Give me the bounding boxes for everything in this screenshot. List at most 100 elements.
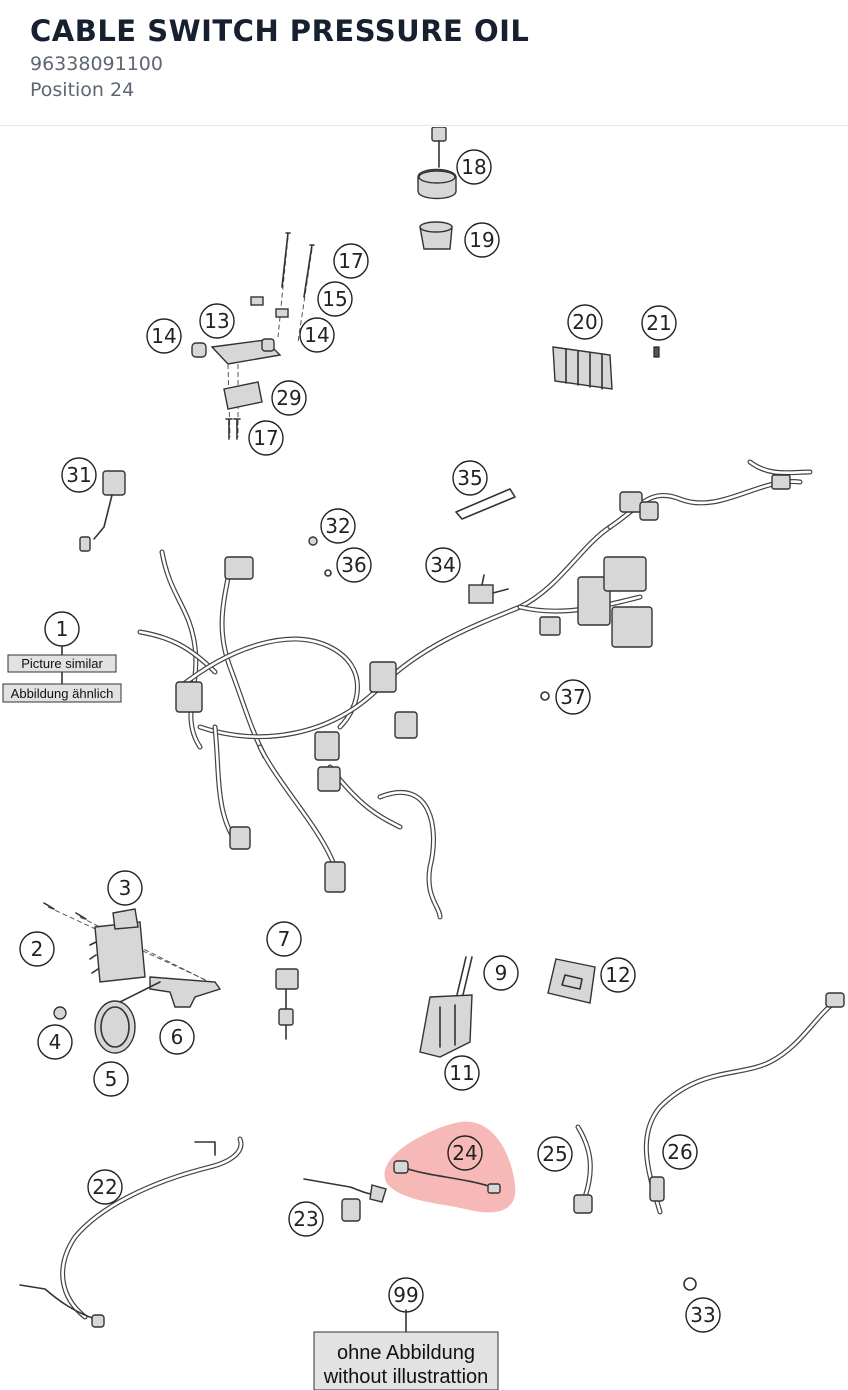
callout-9[interactable]: 9 <box>483 955 519 991</box>
callout-circle <box>320 508 356 544</box>
part-25-drawing <box>573 1124 593 1214</box>
callout-circle <box>159 1019 195 1055</box>
part-24-drawing <box>393 1160 501 1194</box>
callout-29[interactable]: 29 <box>271 380 307 416</box>
callout-14[interactable]: 14 <box>299 317 335 353</box>
part-35-drawing <box>455 488 516 520</box>
callout-26[interactable]: 26 <box>662 1134 698 1170</box>
part-37-drawing <box>540 691 550 701</box>
callout-number: 9 <box>495 961 508 985</box>
callout-number: 18 <box>461 155 486 179</box>
callout-35[interactable]: 35 <box>452 460 488 496</box>
part-9-11-drawing <box>419 956 473 1058</box>
part-23-drawing <box>303 1178 387 1222</box>
callout-circle <box>600 957 636 993</box>
callout-number: 31 <box>66 463 91 487</box>
callout-circle <box>19 931 55 967</box>
callout-24[interactable]: 24 <box>447 1135 483 1171</box>
part-19-drawing <box>419 221 453 250</box>
callout-number: 13 <box>204 309 229 333</box>
callout-31[interactable]: 31 <box>61 457 97 493</box>
callout-circle <box>555 679 591 715</box>
callout-4[interactable]: 4 <box>37 1024 73 1060</box>
callout-circle <box>333 243 369 279</box>
callout-32[interactable]: 32 <box>320 508 356 544</box>
callout-15[interactable]: 15 <box>317 281 353 317</box>
ohne-abbildung-label: ohne Abbildung <box>337 1342 475 1364</box>
highlight-position-24 <box>384 1121 516 1213</box>
callout-circle <box>456 149 492 185</box>
callout-number: 1 <box>56 617 69 641</box>
callout-7[interactable]: 7 <box>266 921 302 957</box>
callout-number: 12 <box>605 963 630 987</box>
callout-number: 2 <box>31 937 44 961</box>
callout-number: 33 <box>690 1303 715 1327</box>
part-position: Position 24 <box>30 79 135 101</box>
callout-21[interactable]: 21 <box>641 305 677 341</box>
callout-17[interactable]: 17 <box>248 420 284 456</box>
callout-13[interactable]: 13 <box>199 303 235 339</box>
callout-number: 17 <box>253 426 278 450</box>
callout-number: 36 <box>341 553 366 577</box>
callout-number: 37 <box>560 685 585 709</box>
part-title: CABLE SWITCH PRESSURE OIL <box>30 14 530 48</box>
callout-25[interactable]: 25 <box>537 1136 573 1172</box>
callout-number: 17 <box>338 249 363 273</box>
callout-circle <box>199 303 235 339</box>
callout-11[interactable]: 11 <box>444 1055 480 1091</box>
part-18-drawing <box>417 127 457 200</box>
callout-34[interactable]: 34 <box>425 547 461 583</box>
callout-6[interactable]: 6 <box>159 1019 195 1055</box>
callout-circle <box>452 460 488 496</box>
callout-number: 15 <box>322 287 347 311</box>
callout-number: 34 <box>430 553 455 577</box>
callout-circle <box>93 1061 129 1097</box>
callout-circle <box>662 1134 698 1170</box>
callout-number: 14 <box>151 324 176 348</box>
callout-17[interactable]: 17 <box>333 243 369 279</box>
callout-circle <box>685 1297 721 1333</box>
callout-19[interactable]: 19 <box>464 222 500 258</box>
without-illustration-note: ohne Abbildung without illustrattion <box>313 1331 499 1390</box>
callout-22[interactable]: 22 <box>87 1169 123 1205</box>
callout-number: 35 <box>457 466 482 490</box>
part-header: CABLE SWITCH PRESSURE OIL 96338091100 Po… <box>0 0 848 126</box>
part-36-drawing <box>324 569 332 577</box>
callout-20[interactable]: 20 <box>567 304 603 340</box>
callout-number: 6 <box>171 1025 184 1049</box>
callout-circle <box>146 318 182 354</box>
part-34-drawing <box>468 574 509 604</box>
callout-circle <box>288 1201 324 1237</box>
callout-12[interactable]: 12 <box>600 957 636 993</box>
callout-number: 26 <box>667 1140 692 1164</box>
callout-33[interactable]: 33 <box>685 1297 721 1333</box>
callout-circle <box>317 281 353 317</box>
callout-14[interactable]: 14 <box>146 318 182 354</box>
part-1-main-harness-drawing <box>137 459 813 920</box>
callout-18[interactable]: 18 <box>456 149 492 185</box>
callout-23[interactable]: 23 <box>288 1201 324 1237</box>
callout-number: 11 <box>449 1061 474 1085</box>
part-31-drawing <box>79 470 126 552</box>
abbildung-aehnlich-label: Abbildung ähnlich <box>11 686 114 701</box>
callout-circle <box>567 304 603 340</box>
callout-1[interactable]: 1 <box>44 611 80 647</box>
picture-similar-label: Picture similar <box>21 656 103 671</box>
callout-circle <box>464 222 500 258</box>
callout-2[interactable]: 2 <box>19 931 55 967</box>
callout-3[interactable]: 3 <box>107 870 143 906</box>
callout-circle <box>61 457 97 493</box>
callout-number: 24 <box>452 1141 477 1165</box>
callout-circle <box>107 870 143 906</box>
callout-number: 21 <box>646 311 671 335</box>
callout-circle <box>271 380 307 416</box>
callout-circle <box>248 420 284 456</box>
callout-number: 32 <box>325 514 350 538</box>
callout-circle <box>537 1136 573 1172</box>
callout-36[interactable]: 36 <box>336 547 372 583</box>
callout-number: 25 <box>542 1142 567 1166</box>
callout-99[interactable]: 99 <box>388 1277 424 1313</box>
callout-37[interactable]: 37 <box>555 679 591 715</box>
callout-5[interactable]: 5 <box>93 1061 129 1097</box>
callout-circle <box>37 1024 73 1060</box>
